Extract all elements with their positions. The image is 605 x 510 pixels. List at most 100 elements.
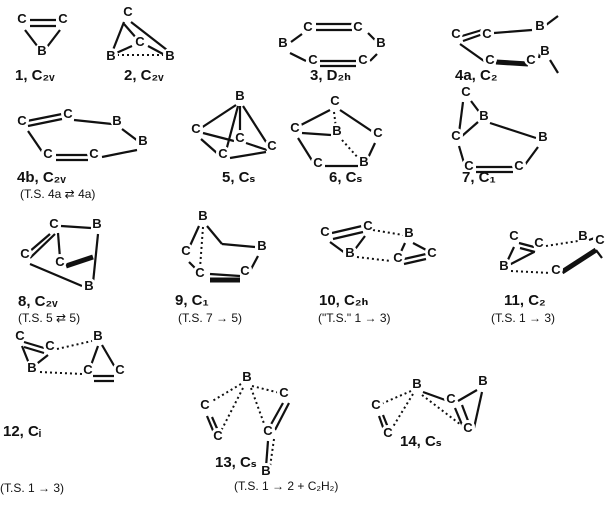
bond <box>332 230 364 241</box>
boron-atom: B <box>479 108 488 123</box>
carbon-atom: C <box>485 52 495 67</box>
atom-background <box>459 84 473 98</box>
atom-background <box>198 397 212 411</box>
atom-background <box>193 265 207 279</box>
atom-background <box>259 463 273 477</box>
atom-background <box>444 391 458 405</box>
carbon-atom: C <box>464 158 474 173</box>
carbon-atom: C <box>427 245 437 260</box>
bond <box>329 241 346 254</box>
carbon-atom: C <box>17 113 27 128</box>
bond <box>457 389 478 402</box>
atom-background <box>216 146 230 160</box>
carbon-atom: C <box>358 52 368 67</box>
partial-bond <box>510 270 552 274</box>
partial-bond <box>390 393 414 431</box>
carbon-atom: C <box>89 146 99 161</box>
carbon-atom: C <box>17 11 27 26</box>
atom-background <box>351 19 365 33</box>
atom-background <box>549 262 563 276</box>
bond <box>290 33 303 43</box>
bond <box>461 121 479 137</box>
partial-bond <box>545 240 579 247</box>
carbon-atom: C <box>263 423 273 438</box>
atom-background <box>371 125 385 139</box>
boron-atom: B <box>106 48 115 63</box>
structure-label: 6, Cₛ <box>329 169 363 186</box>
boron-atom: B <box>92 216 101 231</box>
boron-atom: B <box>84 278 93 293</box>
atom-background <box>449 128 463 142</box>
atom-background <box>533 18 547 32</box>
structure-label: 10, C₂ₕ <box>319 292 369 309</box>
bond <box>24 29 39 48</box>
boron-atom: B <box>138 133 147 148</box>
atom-background <box>318 224 332 238</box>
bond <box>339 109 374 133</box>
atom-background <box>476 373 490 387</box>
atom-background <box>87 146 101 160</box>
carbon-atom: C <box>446 391 456 406</box>
atom-background <box>483 52 497 66</box>
bond <box>26 112 63 123</box>
bond <box>23 340 45 350</box>
structure-label: 11, C₂ <box>504 292 546 309</box>
carbon-atom: C <box>393 250 403 265</box>
partial-bond <box>39 371 83 375</box>
atom-background <box>356 52 370 66</box>
bond <box>301 131 332 137</box>
bond <box>297 137 314 163</box>
carbon-atom: C <box>135 34 145 49</box>
atom-background <box>136 133 150 147</box>
atom-background <box>538 43 552 57</box>
bond <box>595 249 603 259</box>
carbon-atom: C <box>45 338 55 353</box>
atom-background <box>240 369 254 383</box>
bond <box>200 104 237 129</box>
bond <box>457 101 465 134</box>
atom-background <box>104 48 118 62</box>
boron-atom: B <box>27 360 36 375</box>
structure-note: (T.S. 7 → 5) <box>178 311 242 325</box>
atom-background <box>81 362 95 376</box>
boron-atom: B <box>198 208 207 223</box>
atom-background <box>361 218 375 232</box>
bond <box>545 15 559 26</box>
carbon-atom: C <box>509 228 519 243</box>
atom-background <box>196 208 210 222</box>
bond <box>28 233 51 253</box>
bond <box>268 402 284 429</box>
structure-note: (T.S. 1 → 3) <box>491 311 555 325</box>
carbon-atom: C <box>330 93 340 108</box>
structure-note: (T.S. 4a ⇄ 4a) <box>20 187 95 201</box>
atom-background <box>330 123 344 137</box>
carbon-atom: C <box>313 155 323 170</box>
carbon-atom: C <box>49 216 59 231</box>
bond <box>73 118 113 126</box>
carbon-atom: C <box>43 146 53 161</box>
atom-background <box>536 129 550 143</box>
boron-atom: B <box>242 369 251 384</box>
bond <box>101 148 138 159</box>
bond <box>130 21 168 51</box>
carbon-atom: C <box>320 224 330 239</box>
partial-bond <box>421 394 466 429</box>
atom-background <box>113 362 127 376</box>
structure-label: 7, C₁ <box>462 169 496 186</box>
atom-background <box>189 121 203 135</box>
bond <box>403 257 427 266</box>
bond <box>23 345 45 355</box>
carbon-atom: C <box>463 420 473 435</box>
atom-background <box>53 254 67 268</box>
structure-label: 2, C₂ᵥ <box>124 67 164 84</box>
atom-background <box>277 385 291 399</box>
structure-label: 12, Cᵢ <box>3 423 41 440</box>
boron-atom: B <box>345 245 354 260</box>
atom-background <box>15 11 29 25</box>
bond <box>121 128 139 142</box>
